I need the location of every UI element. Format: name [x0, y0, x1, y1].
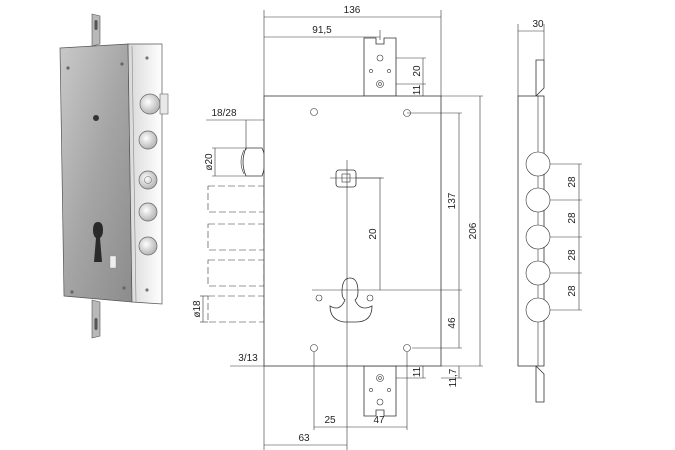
side-view — [517, 59, 551, 403]
top-tab-slot — [94, 20, 98, 30]
side-bottom-tab — [535, 365, 545, 403]
dim-bottom-bracket-a: 11 — [412, 366, 423, 377]
dim-front-thickness: 3/13 — [238, 353, 258, 364]
follower-square — [335, 169, 357, 188]
dim-lower-bolt: ø18 — [192, 300, 203, 318]
bracket-rivet — [387, 69, 391, 73]
bracket-rivet — [369, 69, 373, 73]
side-bolt — [525, 187, 551, 213]
bottom-tab-slot — [94, 318, 98, 330]
dim-bracket-hole: 20 — [412, 65, 423, 77]
deadbolt-head — [138, 130, 158, 150]
side-bolt — [525, 260, 551, 286]
side-top-tab — [535, 59, 545, 97]
screw-hole — [310, 344, 318, 352]
bracket-hole — [376, 374, 384, 382]
cylinder-keyhole — [93, 222, 103, 262]
dim-offset-width: 91,5 — [312, 25, 332, 36]
dim-cylinder-hole: 46 — [447, 317, 458, 329]
front-view — [207, 37, 462, 450]
deadbolt — [207, 223, 265, 251]
dim-bolt-pitch: 28 — [567, 285, 578, 297]
lock-illustration — [59, 13, 169, 339]
dim-bolt-pitch: 28 — [567, 176, 578, 188]
anti-drill-roller — [138, 170, 158, 190]
cylinder-profile — [329, 277, 373, 323]
dim-follower-bottom: 137 — [447, 192, 458, 209]
deadbolt — [207, 295, 265, 323]
dim-plate-width: 30 — [532, 19, 544, 30]
side-bolt — [525, 224, 551, 250]
follower-hole — [93, 115, 99, 121]
deadbolts — [207, 185, 265, 323]
bracket-rivet — [387, 388, 391, 392]
bracket-hole — [376, 54, 384, 62]
dim-bolt-pitch: 28 — [567, 249, 578, 261]
case-screw — [122, 286, 126, 290]
deadbolt — [207, 185, 265, 213]
case-screw — [66, 66, 70, 70]
dim-follower-cylinder: 20 — [368, 228, 379, 240]
bracket-rivet — [369, 388, 373, 392]
dim-backset: 63 — [298, 433, 310, 444]
bracket-hole — [376, 398, 384, 406]
cylinder-screw-hole — [315, 294, 323, 302]
latch-bolt-stem — [159, 93, 169, 115]
side-bolt — [525, 151, 551, 177]
deadbolt-head — [138, 202, 158, 222]
front-plate-edge — [131, 45, 137, 303]
cylinder-screw-hole — [366, 294, 374, 302]
case-screw — [70, 290, 74, 294]
dim-bracket-plate: 11 — [412, 84, 423, 95]
screw-hole — [403, 344, 411, 352]
dimension-lines — [200, 10, 483, 450]
dim-bolt-label: 18/28 — [211, 108, 236, 119]
dim-cylinder-right-hole: 47 — [373, 415, 385, 426]
deadbolt — [207, 259, 265, 287]
latch-bolt-head — [139, 93, 161, 115]
screw-hole — [310, 108, 318, 116]
lock-case-body — [59, 43, 133, 303]
side-bolt — [525, 297, 551, 323]
case-screw — [120, 62, 124, 66]
dim-bottom-bracket-b: 11,7 — [448, 368, 459, 387]
front-screw — [145, 56, 149, 60]
dim-overall-height: 206 — [468, 222, 479, 239]
dim-total-width: 136 — [344, 5, 361, 16]
latch-bolt-outline — [242, 147, 266, 177]
front-screw — [145, 288, 149, 292]
deadbolt-head — [138, 236, 158, 256]
dim-hole-cylinder: 25 — [324, 415, 336, 426]
dimension-labels: 136 91,5 20 11 18/28 ø20 20 137 206 ø18 … — [192, 5, 578, 444]
bracket-hole — [376, 80, 384, 88]
dim-bolt-pitch: 28 — [567, 212, 578, 224]
roller-pin — [144, 176, 152, 184]
bottom-bracket — [363, 365, 397, 417]
latch-bolt-curve — [240, 149, 245, 175]
bracket-hole-inner — [378, 82, 382, 86]
bracket-hole-inner — [378, 376, 382, 380]
lock-case-plate — [263, 95, 442, 367]
side-dimension-lines — [517, 24, 582, 311]
dim-bolt-diameter: ø20 — [204, 153, 215, 171]
model-label — [109, 255, 117, 269]
